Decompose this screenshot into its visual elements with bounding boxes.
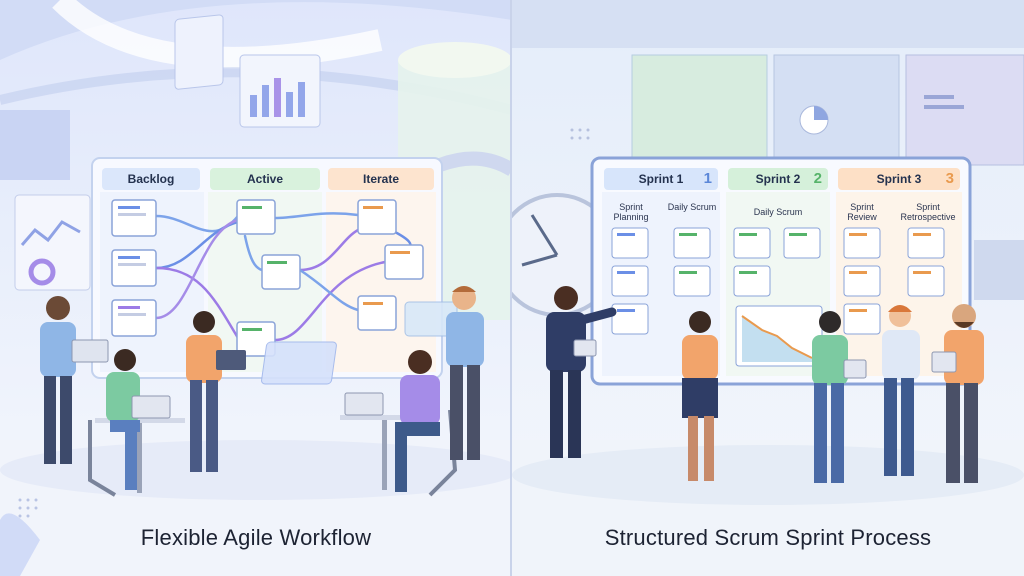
donut-chart-icon — [28, 258, 56, 286]
scrum-panel: Sprint 1 1 Sprint 2 2 Sprint 3 3 Sprint … — [512, 0, 1024, 576]
column-header-active: Active — [210, 168, 320, 190]
wall-screen-purple — [905, 54, 1024, 166]
dot-pattern — [18, 498, 38, 518]
sprint-label-2: Sprint 2 — [755, 172, 801, 186]
column-label-backlog: Backlog — [127, 172, 175, 186]
floating-chart-1 — [174, 14, 224, 90]
person-standing-right — [446, 286, 484, 460]
person-team-member-1 — [812, 311, 867, 483]
person-presenter — [546, 286, 617, 458]
side-screen — [974, 240, 1024, 300]
scrum-scene — [512, 0, 1024, 576]
sprint-header-2: Sprint 2 2 — [728, 168, 828, 190]
agile-panel: Backlog Active Iterate Flexible Agile Wo… — [0, 0, 512, 576]
sub-label-sprint-review: Sprint Review — [847, 202, 877, 222]
ceiling-arch — [0, 0, 512, 60]
sub-label-sprint-retrospective: Sprint Retrospective — [900, 202, 956, 222]
sub-label-daily-scrum-2: Daily Scrum — [753, 207, 803, 217]
sprint-header-1: Sprint 1 1 — [604, 168, 718, 190]
person-sitting-left — [88, 349, 171, 497]
sprint-number-3: 3 — [945, 170, 954, 187]
sub-label-daily-scrum-1: Daily Scrum — [667, 202, 717, 212]
sprint-header-3: Sprint 3 3 — [838, 168, 960, 190]
agile-caption: Flexible Agile Workflow — [140, 525, 372, 550]
column-header-iterate: Iterate — [328, 168, 434, 190]
person-team-member-2 — [882, 305, 920, 476]
person-standing-laptop — [40, 296, 109, 464]
sub-label-sprint-planning: Sprint Planning — [613, 202, 649, 222]
sprint-number-1: 1 — [703, 170, 712, 187]
column-label-active: Active — [246, 172, 284, 186]
flow-arrows — [154, 212, 412, 342]
sprint-cards — [611, 227, 945, 335]
sprint-number-2: 2 — [813, 170, 822, 187]
agile-scene — [0, 0, 512, 576]
person-scrum-master — [682, 311, 718, 481]
wall-display — [0, 110, 70, 180]
person-team-member-3 — [931, 304, 984, 483]
column-header-backlog: Backlog — [102, 168, 200, 190]
floating-dashboard — [261, 341, 337, 385]
desk-right — [340, 415, 430, 420]
column-label-iterate: Iterate — [362, 172, 400, 186]
wall-screen-blue — [773, 54, 900, 166]
person-standing-tablet — [186, 311, 246, 472]
wall-screen-green — [631, 54, 768, 166]
sprint-label-1: Sprint 1 — [638, 172, 684, 186]
scrum-caption: Structured Scrum Sprint Process — [604, 525, 932, 550]
kanban-cards — [111, 199, 424, 357]
person-sitting-right — [344, 350, 458, 497]
sprint-label-3: Sprint 3 — [876, 172, 922, 186]
